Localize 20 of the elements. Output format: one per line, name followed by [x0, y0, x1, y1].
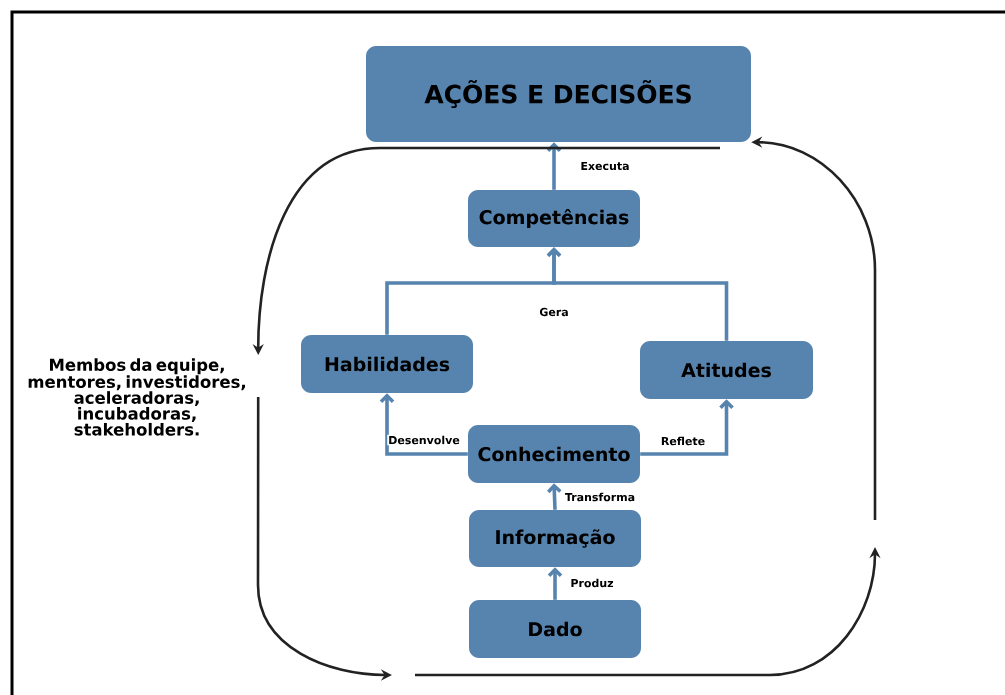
process-box: Dado — [469, 600, 641, 658]
note-text: Membos da equipe, mentores, investidores, aceleradoras, incubadoras, stakeholders. — [28, 358, 245, 436]
arrow — [547, 567, 563, 600]
process-box: Conhecimento — [468, 425, 640, 483]
arrow — [546, 142, 562, 190]
edge-label: Reflete — [659, 435, 707, 447]
process-box: Habilidades — [301, 335, 473, 393]
edge-label: Transforma — [563, 491, 637, 503]
edge-label: Produz — [569, 577, 615, 589]
edge-label: Executa — [579, 160, 631, 172]
process-box: Informação — [469, 510, 641, 567]
edge-label: Desenvolve — [387, 434, 461, 446]
edge-label: Gera — [538, 306, 570, 318]
arrow — [546, 247, 729, 341]
process-box: Competências — [468, 190, 640, 247]
arrow — [547, 483, 562, 510]
process-box: Atitudes — [640, 341, 813, 399]
arrow — [379, 393, 468, 456]
process-box: AÇÕES E DECISÕES — [366, 46, 751, 142]
arrow — [640, 399, 734, 456]
